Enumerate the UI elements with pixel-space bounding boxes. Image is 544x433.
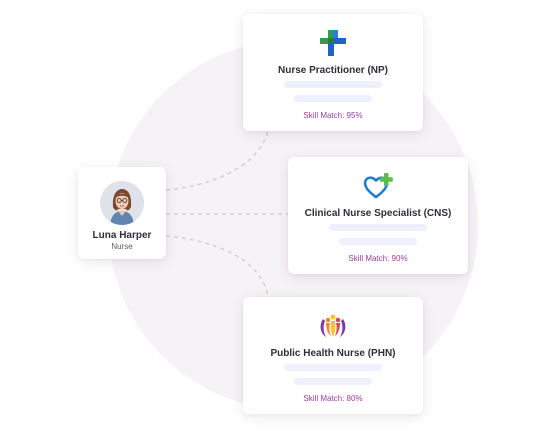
role-title: Nurse Practitioner (NP)	[277, 65, 389, 76]
role-title: Clinical Nurse Specialist (CNS)	[304, 208, 452, 219]
avatar	[100, 181, 144, 225]
placeholder-bar	[294, 378, 372, 385]
placeholder-bar	[339, 238, 417, 245]
skill-match: Skill Match: 90%	[348, 254, 408, 263]
role-card-np[interactable]: Nurse Practitioner (NP) Skill Match: 95%	[243, 14, 423, 131]
role-title: Public Health Nurse (PHN)	[270, 348, 396, 359]
placeholder-bar	[284, 81, 382, 88]
placeholder-bar	[284, 364, 382, 371]
person-card[interactable]: Luna Harper Nurse	[78, 167, 166, 259]
medical-cross-icon	[317, 27, 349, 59]
person-name: Luna Harper	[92, 230, 152, 241]
placeholder-bar	[329, 224, 427, 231]
connector-phn	[165, 235, 269, 298]
skill-match: Skill Match: 80%	[303, 394, 363, 403]
person-role: Nurse	[111, 242, 133, 251]
skill-match: Skill Match: 95%	[303, 111, 363, 120]
community-people-icon	[317, 310, 349, 342]
role-card-phn[interactable]: Public Health Nurse (PHN) Skill Match: 8…	[243, 297, 423, 414]
placeholder-bar	[294, 95, 372, 102]
connector-np	[165, 130, 269, 191]
heart-plus-icon	[362, 170, 394, 202]
role-card-cns[interactable]: Clinical Nurse Specialist (CNS) Skill Ma…	[288, 157, 468, 274]
